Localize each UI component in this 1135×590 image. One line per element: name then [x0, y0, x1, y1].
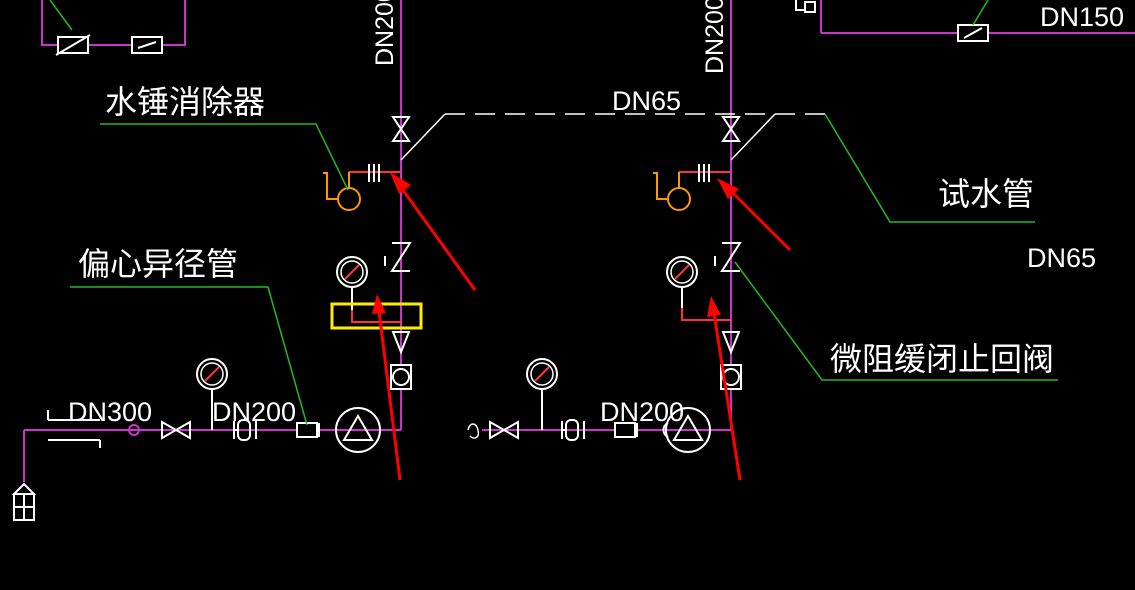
suction-line-right [467, 358, 731, 453]
label-dn65-right: DN65 [1027, 243, 1096, 273]
label-dn200-right-suction: DN200 [600, 397, 684, 427]
label-test-pipe: 试水管 [938, 175, 1034, 213]
label-dn65-top: DN65 [612, 86, 681, 116]
label-water-hammer-arrester: 水锤消除器 [105, 83, 265, 121]
foot-valve-strainer [11, 482, 37, 521]
annotation-arrows [372, 172, 792, 481]
water-hammer-arrester-left [323, 164, 401, 211]
discharge-gauge-right [666, 256, 731, 321]
leader-lines [70, 113, 1058, 426]
check-valve-right [714, 242, 742, 272]
label-dn200-left-riser: DN200 [371, 0, 399, 66]
label-dn300: DN300 [68, 397, 152, 427]
test-pipe-dashed [400, 113, 825, 161]
top-left-pipe-frame [41, 0, 186, 56]
label-dn200-left-suction: DN200 [212, 397, 296, 427]
label-eccentric-reducer: 偏心异径管 [78, 245, 238, 283]
label-dn200-right-riser: DN200 [701, 0, 729, 74]
label-dn150: DN150 [1040, 2, 1124, 32]
riser-valve-right [721, 116, 741, 142]
riser-lower-components-left [390, 331, 412, 390]
suction-line-left [23, 358, 401, 482]
check-valve-left [384, 242, 412, 272]
riser-valve-left [391, 116, 411, 142]
label-slow-closing-check-valve: 微阻缓闭止回阀 [830, 340, 1054, 378]
top-right-pipe-frame [795, 0, 1135, 42]
water-hammer-arrester-right [653, 164, 731, 211]
discharge-gauge-left [336, 256, 401, 323]
